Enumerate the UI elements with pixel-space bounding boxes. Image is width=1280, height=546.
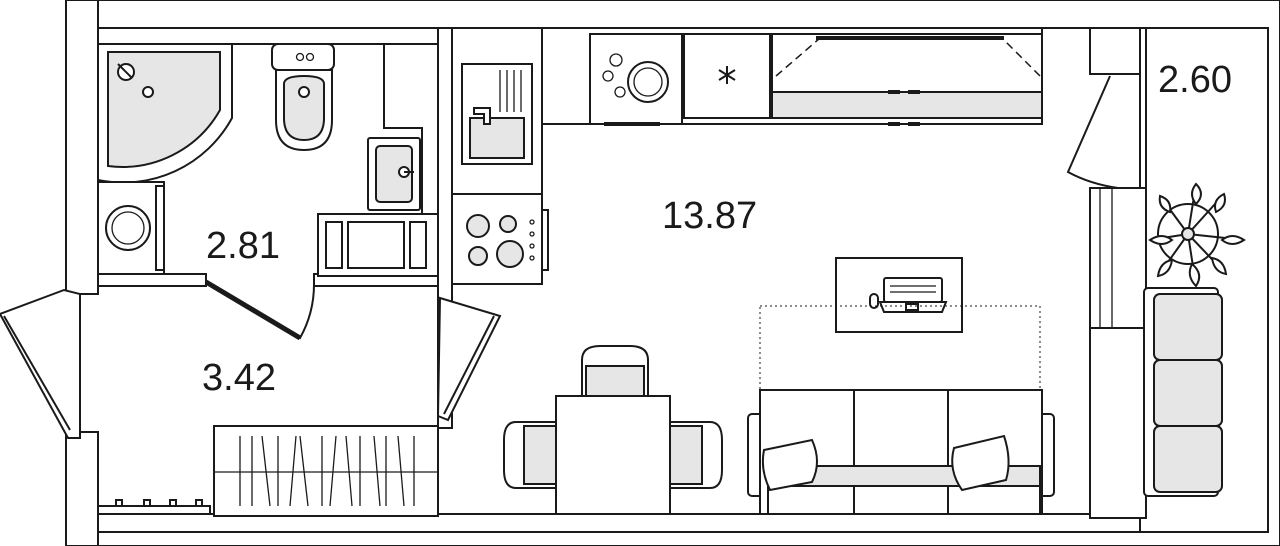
radiator-icon [97,499,211,515]
balcony-sofa-icon [1143,287,1223,497]
hallway: 3.42 [0,288,502,517]
bathroom-sink-icon [367,137,421,211]
desk-icon [835,257,963,333]
cooktop-icon [451,193,549,285]
shower-tray [107,51,221,168]
dishwasher-icon [589,33,683,126]
washing-machine-icon [97,181,165,275]
wardrobe-icon [213,425,439,517]
cushion-icon [951,434,1010,492]
bathroom: 2.81 [97,27,453,429]
dining-table-icon [503,345,723,515]
living-area-label: 13.87 [662,195,757,237]
hood-icon [771,33,1043,126]
balcony-door [1066,75,1119,189]
kitchen-sink-icon [461,63,533,165]
toilet-icon [271,43,335,152]
living-room: 13.87 [503,195,1055,515]
bathroom-area-label: 2.81 [206,225,280,267]
cushion-icon [761,438,818,492]
kitchen [451,27,1043,285]
plant-icon [1148,182,1246,288]
fridge-icon [683,33,771,119]
balcony-area-label: 2.60 [1158,59,1232,101]
balcony: 2.60 [1066,59,1246,519]
hallway-area-label: 3.42 [202,357,276,399]
living-room-door [436,296,502,422]
sofa-icon [747,389,1055,515]
oven-unit-icon [317,213,439,277]
entrance-door [0,288,81,439]
